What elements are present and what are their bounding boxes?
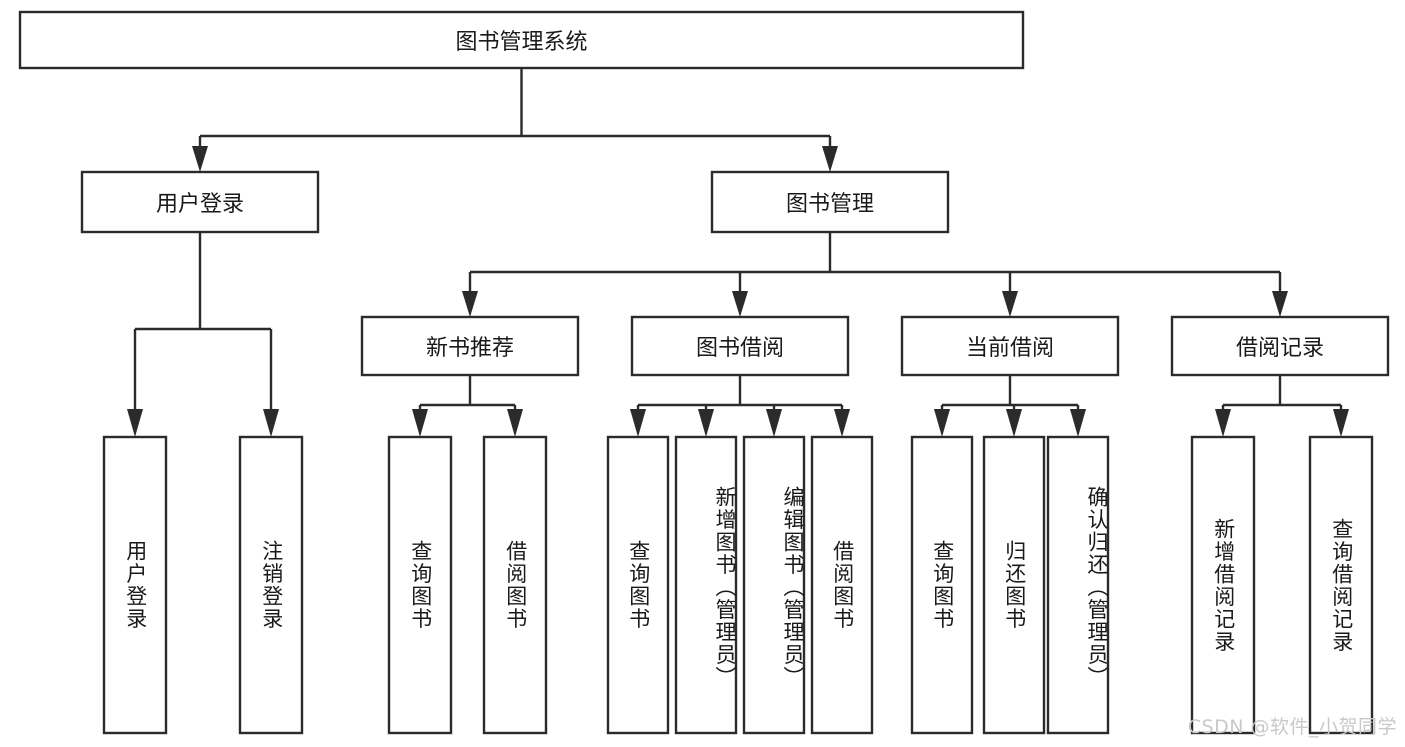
- arrow-current-leaf-3: [1070, 409, 1086, 437]
- arrow-book-mgmt-to-borrow: [732, 291, 748, 317]
- arrow-book-mgmt-to-new-book: [462, 291, 478, 317]
- node-book-management[interactable]: [710, 170, 950, 234]
- leaf-box-add-book-admin[interactable]: [674, 435, 738, 735]
- leaf-box-query-borrow-record[interactable]: [1308, 435, 1374, 735]
- connector-group-current: [934, 375, 1086, 437]
- arrow-record-leaf-2: [1333, 409, 1349, 437]
- node-new-book-recommend[interactable]: [360, 315, 580, 377]
- leaf-box-query-book-newbook[interactable]: [387, 435, 453, 735]
- leaf-box-edit-book-admin[interactable]: [742, 435, 806, 735]
- node-borrow-record[interactable]: [1170, 315, 1390, 377]
- leaf-box-user-login[interactable]: [102, 435, 168, 735]
- connector-group-record: [1215, 375, 1349, 437]
- arrow-borrow-leaf-4: [834, 409, 850, 437]
- node-current-borrow[interactable]: [900, 315, 1120, 377]
- connector-group-book-mgmt: [462, 232, 1288, 317]
- connector-group-root: [192, 68, 838, 172]
- leaf-box-borrow-book[interactable]: [810, 435, 874, 735]
- arrow-root-to-book-mgmt: [822, 146, 838, 172]
- csdn-watermark: CSDN @软件_小贺同学: [1187, 716, 1397, 738]
- arrow-book-mgmt-to-current: [1002, 291, 1018, 317]
- arrow-root-to-user-login: [192, 146, 208, 172]
- arrow-user-login-leaf-1: [127, 409, 143, 437]
- node-root[interactable]: [18, 10, 1025, 70]
- connector-group-borrow: [630, 375, 850, 437]
- leaf-box-confirm-return-admin[interactable]: [1046, 435, 1110, 735]
- arrow-record-leaf-1: [1215, 409, 1231, 437]
- leaf-box-logout-login[interactable]: [238, 435, 304, 735]
- leaf-box-borrow-book-newbook[interactable]: [482, 435, 548, 735]
- arrow-borrow-leaf-2: [698, 409, 714, 437]
- leaf-box-return-book[interactable]: [982, 435, 1046, 735]
- arrow-user-login-leaf-2: [263, 409, 279, 437]
- connector-group-new-book: [412, 375, 523, 437]
- connector-group-user-login: [127, 232, 279, 437]
- arrow-current-leaf-1: [934, 409, 950, 437]
- arrow-current-leaf-2: [1006, 409, 1022, 437]
- node-user-login[interactable]: [80, 170, 320, 234]
- leaf-box-add-borrow-record[interactable]: [1190, 435, 1256, 735]
- arrow-borrow-leaf-3: [766, 409, 782, 437]
- arrow-new-book-leaf-2: [507, 409, 523, 437]
- arrow-new-book-leaf-1: [412, 409, 428, 437]
- arrow-borrow-leaf-1: [630, 409, 646, 437]
- node-book-borrow[interactable]: [630, 315, 850, 377]
- arrow-book-mgmt-to-record: [1272, 291, 1288, 317]
- leaf-box-query-book-current[interactable]: [910, 435, 974, 735]
- leaf-box-query-book-borrow[interactable]: [606, 435, 670, 735]
